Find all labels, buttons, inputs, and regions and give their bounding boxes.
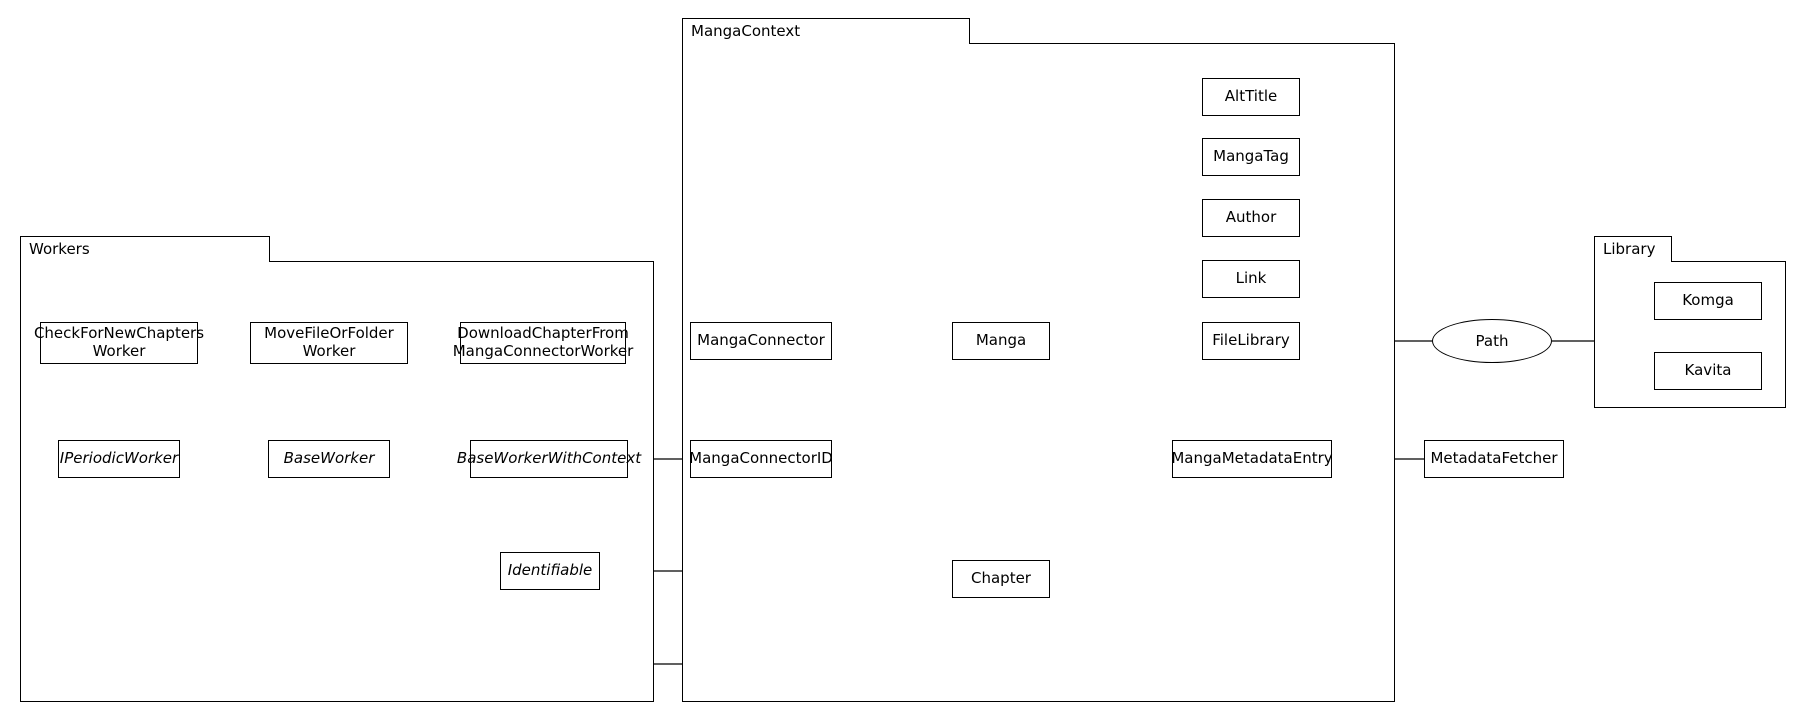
class-node-iperiodic-worker[interactable]: IPeriodicWorker <box>58 440 180 478</box>
class-node-base-worker-with-context[interactable]: BaseWorkerWithContext <box>457 440 641 478</box>
class-node-label: IPeriodicWorker <box>59 449 179 468</box>
class-node-label: AltTitle <box>1224 87 1278 106</box>
class-node-label: MetadataFetcher <box>1430 449 1558 468</box>
package-library-label: Library <box>1594 236 1672 262</box>
class-node-label: Kavita <box>1684 361 1732 380</box>
ellipse-node-path[interactable]: Path <box>1432 319 1552 363</box>
class-node-label: Manga <box>975 331 1027 350</box>
class-node-label: BaseWorker <box>283 449 375 468</box>
class-node-manga-connector[interactable]: MangaConnector <box>690 322 832 360</box>
class-node-label: Link <box>1235 269 1267 288</box>
package-mangacontext-label: MangaContext <box>682 18 970 44</box>
class-node-manga[interactable]: Manga <box>952 322 1050 360</box>
ellipse-node-label: Path <box>1475 332 1509 350</box>
class-node-alt-title[interactable]: AltTitle <box>1202 78 1300 116</box>
class-node-label: MangaTag <box>1213 147 1289 166</box>
class-node-kavita[interactable]: Kavita <box>1654 352 1762 390</box>
class-node-label: FileLibrary <box>1212 331 1290 350</box>
class-node-label: Identifiable <box>507 561 593 580</box>
class-node-label: Komga <box>1682 291 1734 310</box>
class-node-manga-connector-id[interactable]: MangaConnectorID <box>689 440 833 478</box>
class-node-label: Author <box>1225 208 1277 227</box>
class-node-link[interactable]: Link <box>1202 260 1300 298</box>
class-node-manga-tag[interactable]: MangaTag <box>1202 138 1300 176</box>
class-node-komga[interactable]: Komga <box>1654 282 1762 320</box>
class-node-chapter[interactable]: Chapter <box>952 560 1050 598</box>
class-node-manga-metadata-entry[interactable]: MangaMetadataEntry <box>1171 440 1333 478</box>
class-node-label: MangaMetadataEntry <box>1171 449 1333 468</box>
class-node-label: BaseWorkerWithContext <box>456 449 642 468</box>
class-node-label: MangaConnector <box>697 331 825 350</box>
package-workers-label: Workers <box>20 236 270 262</box>
class-node-label: MangaConnectorID <box>689 449 833 468</box>
class-node-metadata-fetcher[interactable]: MetadataFetcher <box>1424 440 1564 478</box>
class-node-label: Chapter <box>971 569 1031 588</box>
class-node-base-worker[interactable]: BaseWorker <box>268 440 390 478</box>
class-node-identifiable[interactable]: Identifiable <box>500 552 600 590</box>
class-node-author[interactable]: Author <box>1202 199 1300 237</box>
class-node-file-library[interactable]: FileLibrary <box>1202 322 1300 360</box>
